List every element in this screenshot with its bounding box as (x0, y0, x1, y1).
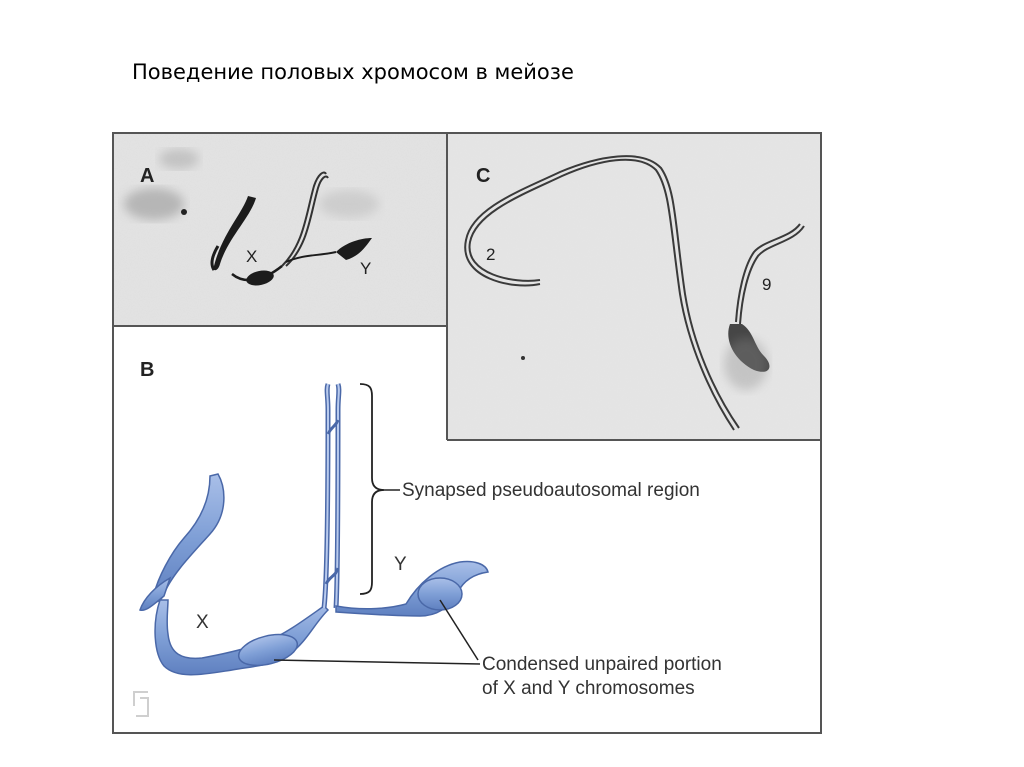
y-condensed-portion (418, 578, 462, 610)
x-condensed-leader (274, 660, 480, 664)
panel-a-letter: A (140, 165, 154, 187)
chromosome-figure: A X Y C 2 9 B (112, 132, 822, 734)
condensed-label-line1: Condensed unpaired portion (482, 654, 722, 675)
slide-title: Поведение половых хромосом в мейозе (132, 60, 574, 84)
panel-a-x-label: X (246, 247, 257, 266)
dust-dot (521, 356, 525, 360)
stain-blob (724, 338, 768, 390)
synapsed-region-label: Synapsed pseudoautosomal region (402, 480, 700, 501)
stain-blob (319, 190, 379, 218)
y-chromosome (336, 561, 488, 616)
dust-dot (181, 209, 187, 215)
panel-c: C 2 9 (448, 134, 820, 440)
stain-blob (124, 188, 184, 220)
chromosome-9-label: 9 (762, 275, 771, 294)
synapsed-region-bracket (360, 384, 384, 594)
panel-b-y-label: Y (394, 554, 407, 575)
y-condensed-leader (440, 600, 478, 660)
panel-a: A X Y (114, 134, 446, 326)
panel-b-x-label: X (196, 612, 209, 633)
panel-b-letter: B (140, 359, 154, 381)
publisher-watermark-icon (134, 692, 148, 716)
x-chromosome-body (155, 600, 328, 675)
chromosome-2-label: 2 (486, 245, 495, 264)
figure-canvas: A X Y C 2 9 B (114, 134, 820, 732)
condensed-label-line2: of X and Y chromosomes (482, 678, 695, 699)
stain-blob (159, 149, 199, 169)
panel-c-letter: C (476, 165, 490, 187)
panel-a-y-label: Y (360, 259, 371, 278)
